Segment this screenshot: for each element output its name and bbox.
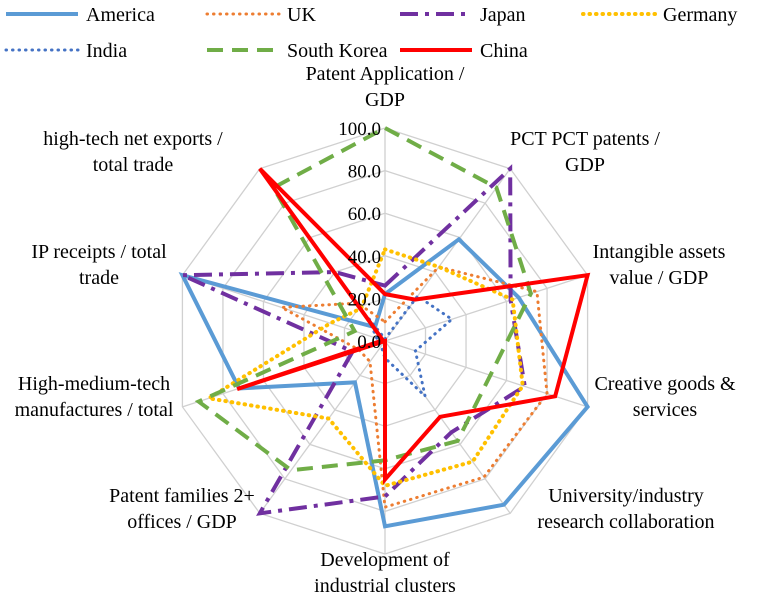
legend-item-india: India	[4, 40, 127, 62]
legend-label: South Korea	[287, 40, 388, 62]
legend-item-south-korea: South Korea	[207, 40, 388, 62]
tick-label: 0.0	[357, 332, 381, 353]
legend-item-china: China	[400, 40, 528, 62]
legend-item-japan: Japan	[400, 4, 526, 26]
axis-labels: Patent Application /GDP PCT PCT patents /…	[15, 63, 736, 597]
axis-label: Creative goods &services	[594, 373, 736, 421]
radial-tick-labels: 0.0 20.0 40.0 60.0 80.0 100.0	[338, 119, 381, 353]
axis-label: high-tech net exports /total trade	[43, 128, 223, 176]
legend-label: India	[86, 40, 127, 62]
legend-item-america: America	[6, 4, 155, 26]
series-line-china	[236, 167, 591, 485]
axis-label: Patent Application /GDP	[306, 63, 465, 111]
legend-label: China	[480, 40, 528, 62]
tick-label: 20.0	[348, 289, 381, 310]
series-line-america	[178, 236, 591, 529]
tick-label: 80.0	[348, 162, 381, 183]
grid-spoke	[384, 274, 588, 342]
tick-label: 40.0	[348, 247, 381, 268]
legend-label: Germany	[663, 4, 737, 26]
grid-spoke	[384, 340, 511, 514]
legend-item-germany: Germany	[581, 4, 737, 26]
series-line-uk	[276, 265, 549, 510]
tick-label: 60.0	[348, 204, 381, 225]
series-line-japan	[181, 164, 527, 516]
tick-label: 100.0	[338, 119, 381, 140]
legend-label: Japan	[480, 4, 526, 26]
legend-item-uk: UK	[205, 4, 316, 26]
legend-label: America	[86, 4, 155, 26]
series-lines	[178, 125, 591, 529]
series-line-india	[366, 294, 455, 401]
axis-label: Patent families 2+offices / GDP	[109, 485, 255, 533]
legend-label: UK	[287, 4, 316, 26]
grid-spoke	[259, 340, 386, 514]
axis-label: PCT PCT patents /GDP	[510, 128, 660, 176]
